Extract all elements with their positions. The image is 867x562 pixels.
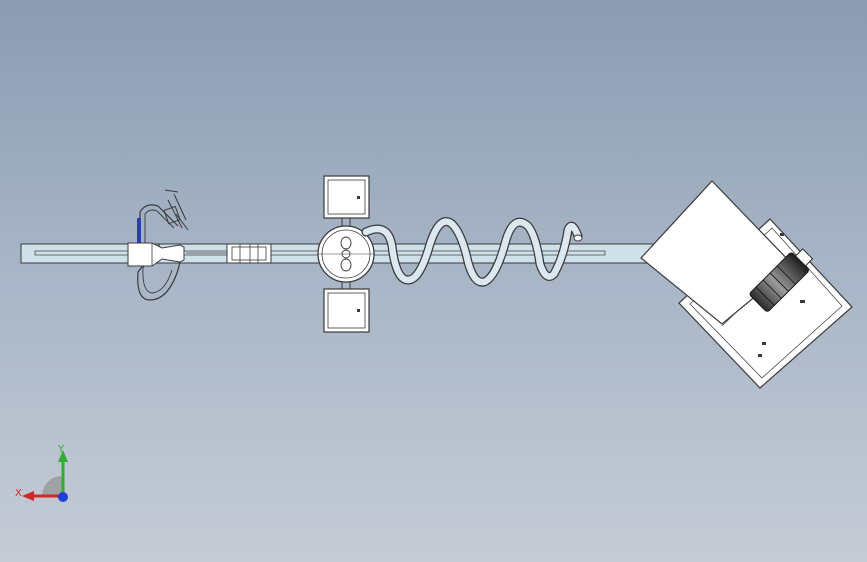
- orientation-triad[interactable]: Y X: [14, 440, 84, 510]
- lower-junction-box[interactable]: [323, 276, 370, 333]
- drive-motor[interactable]: [749, 245, 817, 313]
- gripper-tool[interactable]: [127, 189, 189, 301]
- z-axis-icon: [58, 492, 68, 502]
- y-axis-label: Y: [57, 444, 65, 455]
- x-axis-label: X: [15, 488, 22, 499]
- upper-junction-box[interactable]: [323, 175, 370, 232]
- coiled-hose[interactable]: [361, 217, 583, 287]
- slide-carriage[interactable]: [186, 243, 272, 264]
- triad-plane-icon: [42, 476, 62, 496]
- rotary-hub[interactable]: [317, 225, 375, 283]
